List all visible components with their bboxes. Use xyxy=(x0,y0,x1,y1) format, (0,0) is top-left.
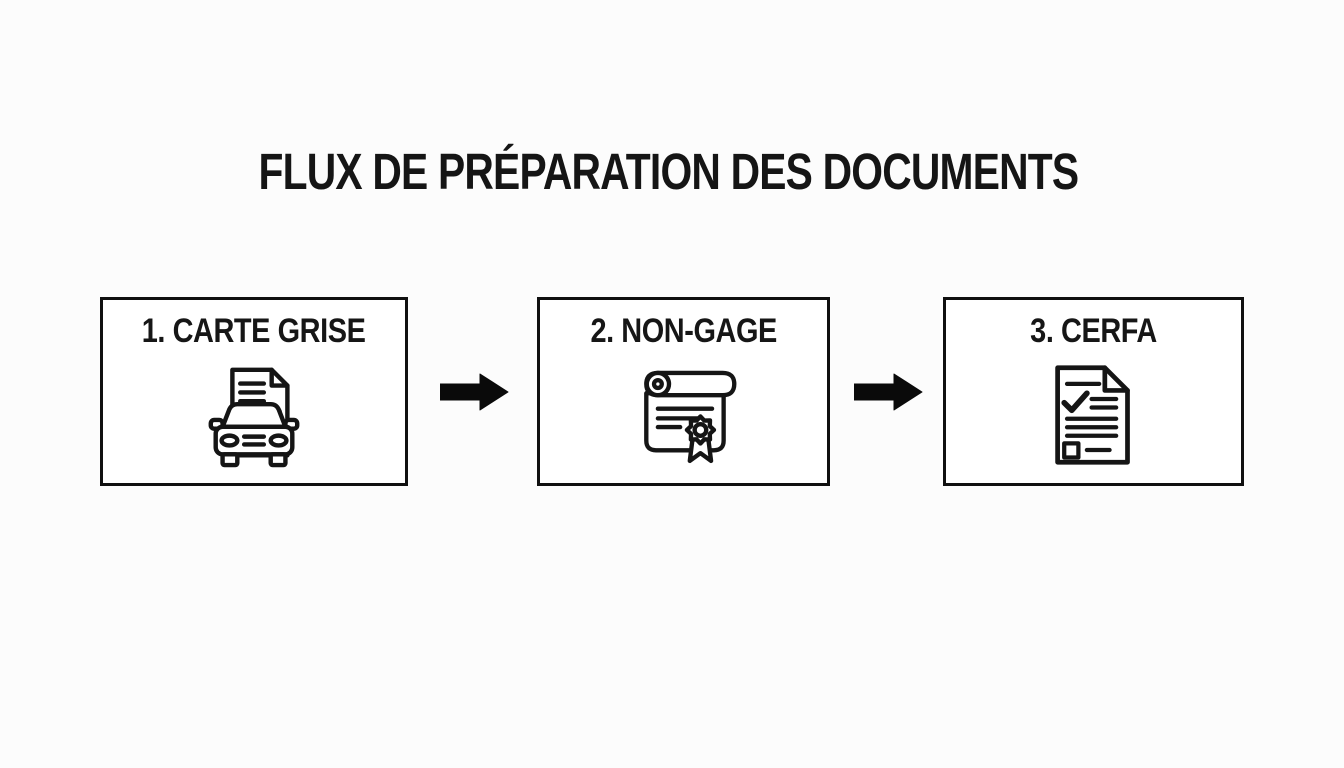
step-label-non-gage-text: 2. NON-GAGE xyxy=(590,312,777,350)
step-label-cerfa: 3. CERFA xyxy=(1019,312,1168,350)
step-label-carte-grise-text: 1. CARTE GRISE xyxy=(142,312,366,350)
arrow-right-icon xyxy=(854,372,924,412)
page-title: FLUX DE PRÉPARATION DES DOCUMENTS xyxy=(0,144,1336,200)
page-title-text: FLUX DE PRÉPARATION DES DOCUMENTS xyxy=(258,143,1079,201)
step-label-carte-grise: 1. CARTE GRISE xyxy=(122,312,385,350)
form-checklist-icon xyxy=(946,346,1241,483)
arrow-right-icon-svg xyxy=(440,373,509,411)
arrow-right-icon xyxy=(440,372,510,412)
car-document-icon-svg xyxy=(208,367,300,467)
certificate-seal-icon-svg xyxy=(643,370,736,464)
car-document-icon xyxy=(103,346,405,483)
step-box-non-gage: 2. NON-GAGE xyxy=(537,297,830,486)
arrow-right-icon-svg xyxy=(854,373,923,411)
step-label-cerfa-text: 3. CERFA xyxy=(1030,312,1157,350)
step-label-non-gage: 2. NON-GAGE xyxy=(574,312,793,350)
step-box-carte-grise: 1. CARTE GRISE xyxy=(100,297,408,486)
step-box-cerfa: 3. CERFA xyxy=(943,297,1244,486)
certificate-seal-icon xyxy=(540,346,827,483)
form-checklist-icon-svg xyxy=(1055,365,1130,465)
